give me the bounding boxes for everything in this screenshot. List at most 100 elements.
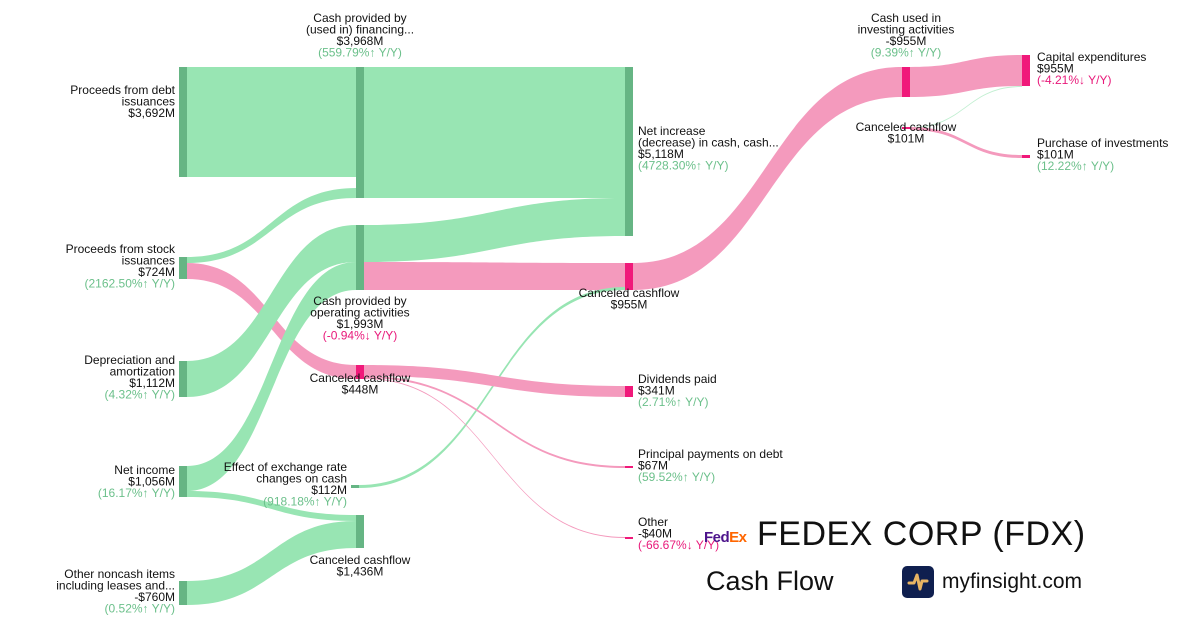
node-name: Capital expenditures	[1037, 50, 1146, 64]
node-change: (12.22%↑ Y/Y)	[1037, 159, 1114, 173]
node-label-cc1436: Canceled cashflow$1,436M	[310, 553, 411, 579]
node-name: operating activities	[310, 306, 409, 320]
node-name: investing activities	[858, 23, 955, 37]
node-cc1436	[356, 515, 364, 548]
link-inv-to-capex	[910, 55, 1022, 97]
node-name: issuances	[122, 95, 175, 109]
node-value: $955M	[1037, 62, 1074, 76]
node-name: Other noncash items	[64, 567, 175, 581]
link-cc101-to-capex	[910, 86, 1022, 128]
link-debt-to-fin	[187, 67, 356, 177]
node-name: (decrease) in cash, cash...	[638, 136, 779, 150]
node-change: (4728.30%↑ Y/Y)	[638, 159, 729, 173]
node-cc955	[625, 263, 633, 290]
node-label-div: Dividends paid$341M(2.71%↑ Y/Y)	[638, 372, 717, 409]
node-name: Canceled cashflow	[310, 553, 411, 567]
node-change: (918.18%↑ Y/Y)	[263, 495, 347, 509]
link-cc955-to-inv	[633, 67, 902, 290]
node-cc101	[902, 127, 910, 129]
node-name: Dividends paid	[638, 372, 717, 386]
sankey-links	[187, 55, 1022, 605]
node-fx	[351, 485, 359, 488]
link-ops-to-cc955	[364, 262, 625, 290]
node-ppd	[625, 466, 633, 468]
node-value: $955M	[611, 298, 648, 312]
link-ops-to-net	[364, 198, 625, 262]
node-change: (16.17%↑ Y/Y)	[98, 486, 175, 500]
node-fin	[356, 67, 364, 198]
node-label-poi: Purchase of investments$101M(12.22%↑ Y/Y…	[1037, 136, 1168, 173]
node-value: $3,692M	[128, 106, 175, 120]
node-value: $448M	[342, 383, 379, 397]
link-cc448-to-other	[364, 378, 625, 538]
node-value: $341M	[638, 384, 675, 398]
node-change: (-66.67%↓ Y/Y)	[638, 538, 719, 552]
node-label-cc955: Canceled cashflow$955M	[579, 286, 680, 312]
site-name: myfinsight.com	[942, 570, 1083, 593]
node-label-cc101: Canceled cashflow$101M	[856, 120, 957, 146]
node-ni	[179, 466, 187, 497]
node-value: $5,118M	[638, 147, 684, 161]
node-inv	[902, 67, 910, 97]
node-value: $3,968M	[337, 34, 384, 48]
brand: myfinsight.com	[902, 566, 1082, 598]
node-value: $1,993M	[337, 317, 384, 331]
node-label-ni: Net income$1,056M(16.17%↑ Y/Y)	[98, 463, 175, 500]
node-ops	[356, 225, 364, 290]
link-cc448-to-ppd	[364, 376, 625, 468]
node-name: amortization	[110, 365, 175, 379]
node-name: changes on cash	[256, 472, 347, 486]
link-cc448-to-div	[364, 365, 625, 397]
node-other	[625, 537, 633, 539]
node-dep	[179, 361, 187, 397]
node-value: $112M	[311, 483, 347, 497]
node-name: Cash used in	[871, 11, 941, 25]
node-name: including leases and...	[56, 579, 175, 593]
node-label-other: Other-$40M(-66.67%↓ Y/Y)	[638, 515, 719, 552]
node-label-cc448: Canceled cashflow$448M	[310, 371, 411, 397]
node-name: Other	[638, 515, 668, 529]
node-label-ppd: Principal payments on debt$67M(59.52%↑ Y…	[638, 447, 783, 484]
node-value: $101M	[1037, 148, 1074, 162]
node-change: (0.52%↑ Y/Y)	[105, 602, 175, 616]
company-title: FEDEX CORP (FDX)	[757, 515, 1086, 553]
node-label-net: Net increase(decrease) in cash, cash...$…	[638, 124, 779, 173]
node-name: Cash provided by	[313, 294, 406, 308]
sankey-nodes	[179, 55, 1030, 605]
node-change: (-0.94%↓ Y/Y)	[323, 329, 397, 343]
node-value: $101M	[888, 132, 925, 146]
link-dep-to-ops	[187, 225, 356, 397]
fedex-logo-fed: Fed	[704, 529, 730, 546]
node-net	[625, 67, 633, 236]
node-name: Proceeds from stock	[66, 242, 176, 256]
node-name: Proceeds from debt	[70, 83, 175, 97]
node-name: (used in) financing...	[306, 23, 414, 37]
fedex-logo-ex: Ex	[729, 529, 747, 546]
node-stock	[179, 257, 187, 279]
link-noncash-to-cc1436	[187, 521, 356, 605]
node-change: (2.71%↑ Y/Y)	[638, 395, 708, 409]
node-debt	[179, 67, 187, 177]
node-change: (4.32%↑ Y/Y)	[105, 388, 175, 402]
node-name: Effect of exchange rate	[224, 460, 348, 474]
node-name: Canceled cashflow	[856, 120, 957, 134]
fedex-logo: FedEx	[704, 529, 747, 546]
node-value: $724M	[138, 265, 175, 279]
node-value: $1,056M	[128, 475, 175, 489]
node-name: Cash provided by	[313, 11, 406, 25]
node-value: $1,436M	[337, 565, 384, 579]
link-fin-to-net	[364, 67, 625, 198]
link-ni-to-cc1436	[187, 491, 356, 521]
node-change: (-4.21%↓ Y/Y)	[1037, 73, 1111, 87]
link-cc101-to-poi	[910, 127, 1022, 158]
pulse-icon	[902, 566, 934, 598]
node-name: issuances	[122, 254, 175, 268]
node-change: (559.79%↑ Y/Y)	[318, 46, 402, 60]
